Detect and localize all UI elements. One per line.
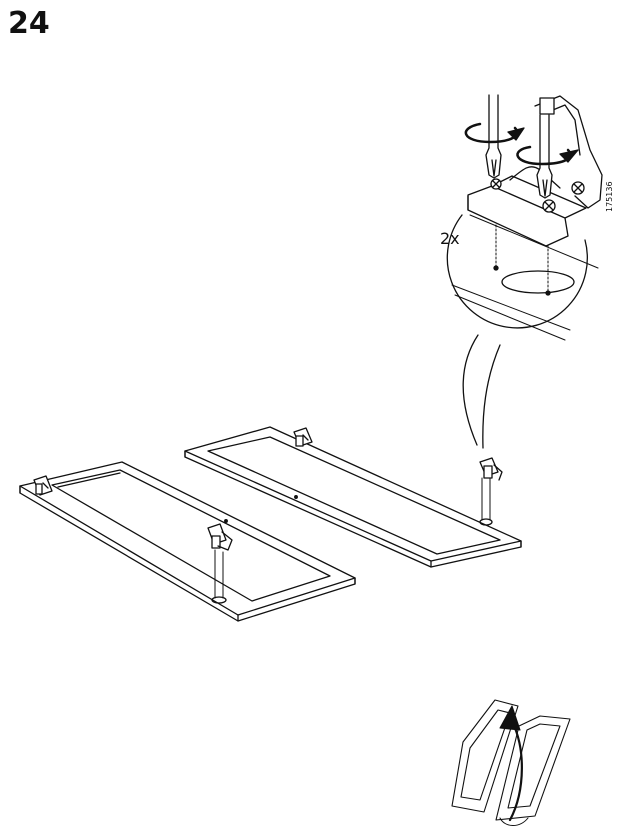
cup-hole	[501, 270, 575, 294]
detail-circle	[446, 214, 588, 329]
right-door	[184, 426, 522, 568]
article-code: 175136	[605, 181, 614, 212]
step-number: 24	[8, 6, 50, 41]
detail-callout: 2x 175136	[440, 94, 614, 449]
rotate-clockwise-icon	[464, 122, 579, 166]
callout-tail	[462, 334, 479, 446]
flip-door-icon	[451, 699, 571, 826]
hinge-icon	[33, 475, 53, 496]
left-door	[19, 461, 356, 622]
hinge-icon	[479, 457, 503, 526]
hinge-icon	[293, 427, 313, 447]
quantity-label: 2x	[440, 229, 460, 248]
callout-tail-inner	[482, 344, 501, 449]
screwdriver-icon	[485, 94, 553, 199]
hinge-icon	[207, 523, 233, 604]
